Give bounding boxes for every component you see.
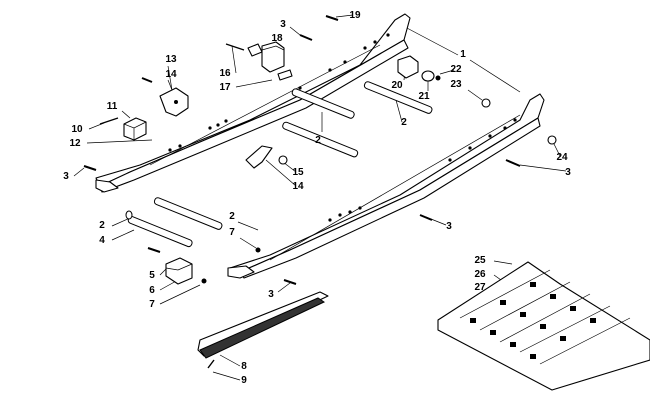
leader-line xyxy=(212,371,241,381)
leader-line xyxy=(219,354,241,367)
callout-5: 5 xyxy=(149,270,155,281)
callout-24: 24 xyxy=(556,152,568,163)
callout-3: 3 xyxy=(565,167,571,178)
track xyxy=(437,261,650,391)
leader-line xyxy=(111,229,135,241)
leader-line xyxy=(239,237,257,249)
callout-2: 2 xyxy=(401,117,407,128)
callout-16: 16 xyxy=(219,68,231,79)
callout-8: 8 xyxy=(241,361,247,372)
callout-3: 3 xyxy=(280,19,286,30)
callout-17: 17 xyxy=(219,82,231,93)
callout-25: 25 xyxy=(474,255,486,266)
leader-line xyxy=(265,159,297,187)
callout-19: 19 xyxy=(349,10,361,21)
rail-right xyxy=(95,13,411,193)
leader-line xyxy=(493,260,513,265)
callout-3: 3 xyxy=(268,289,274,300)
callout-10: 10 xyxy=(71,124,83,135)
callout-11: 11 xyxy=(107,101,118,112)
callout-2: 2 xyxy=(315,135,321,146)
callout-26: 26 xyxy=(474,269,486,280)
leader-line xyxy=(167,79,173,91)
leader-line xyxy=(395,99,403,123)
leader-line xyxy=(467,89,483,101)
callout-1: 1 xyxy=(460,49,466,60)
callout-15: 15 xyxy=(292,167,304,178)
callout-12: 12 xyxy=(69,138,81,149)
callout-21: 21 xyxy=(418,91,430,102)
hardware xyxy=(83,15,557,285)
callout-27: 27 xyxy=(474,282,486,293)
wear-slide xyxy=(197,291,329,369)
callout-3: 3 xyxy=(63,171,69,182)
leader-line xyxy=(111,217,131,227)
callout-9: 9 xyxy=(241,375,247,386)
leader-line xyxy=(86,139,153,144)
leader-line xyxy=(73,167,85,177)
leader-line xyxy=(289,26,301,36)
callout-20: 20 xyxy=(391,80,403,91)
leader-line xyxy=(235,79,273,88)
leader-line xyxy=(469,59,521,93)
callout-14: 14 xyxy=(165,69,177,80)
leader-line xyxy=(439,69,455,75)
leader-line xyxy=(519,164,567,172)
callout-23: 23 xyxy=(450,79,462,90)
callout-7: 7 xyxy=(149,299,155,310)
leader-line xyxy=(159,284,201,305)
leader-line xyxy=(404,26,459,56)
rail-left xyxy=(227,93,545,279)
cross-shafts xyxy=(125,81,433,248)
callout-2: 2 xyxy=(229,211,235,222)
callout-22: 22 xyxy=(450,64,462,75)
callout-3: 3 xyxy=(446,221,452,232)
callout-7: 7 xyxy=(229,227,235,238)
leader-line xyxy=(231,45,237,74)
leader-line xyxy=(237,221,259,231)
callout-4: 4 xyxy=(99,235,105,246)
callout-18: 18 xyxy=(271,33,283,44)
leader-line xyxy=(335,14,354,18)
leader-line xyxy=(277,282,291,293)
leader-line xyxy=(121,110,131,119)
callout-6: 6 xyxy=(149,285,155,296)
callout-13: 13 xyxy=(165,54,177,65)
leader-line xyxy=(167,65,173,91)
callout-2: 2 xyxy=(99,220,105,231)
callout-14: 14 xyxy=(292,181,304,192)
